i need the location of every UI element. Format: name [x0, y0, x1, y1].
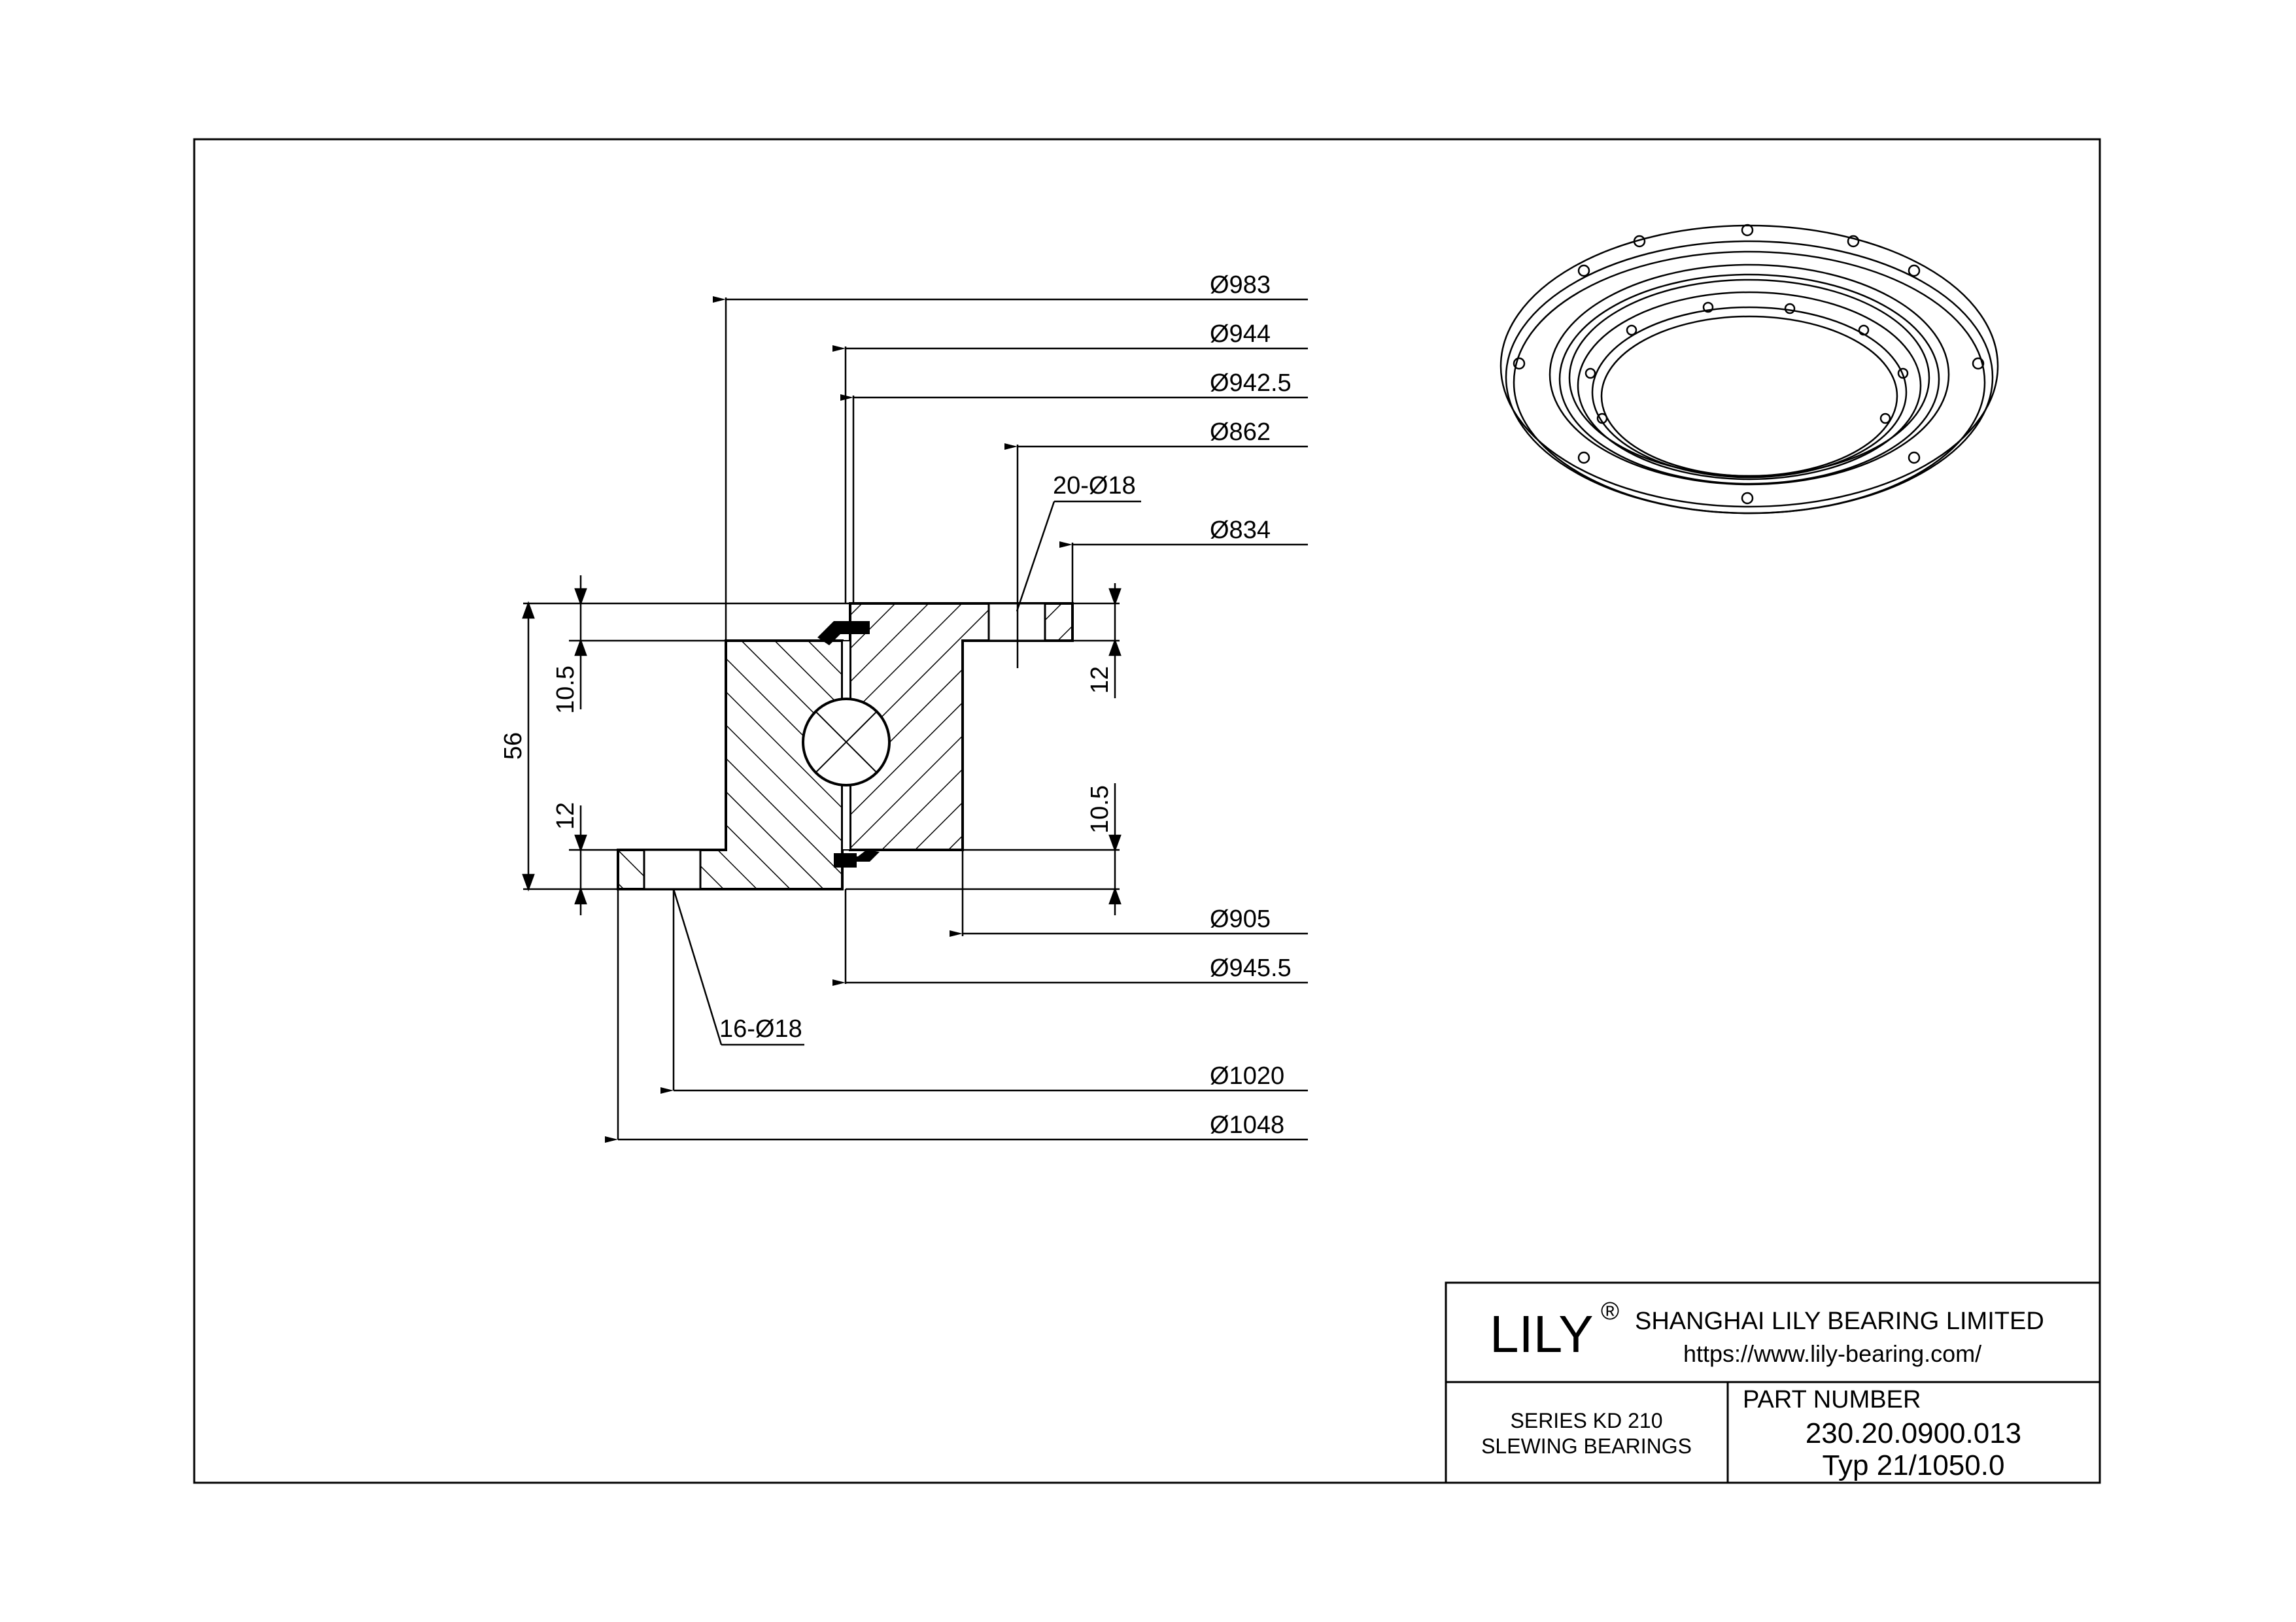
company-url: https://www.lily-bearing.com/: [1683, 1340, 1981, 1367]
dim-d944: Ø944: [1210, 320, 1271, 348]
dim-right-lower: 10.5: [1086, 785, 1114, 834]
dimension-lines: [522, 296, 1308, 1143]
brand-logo: LILY: [1490, 1305, 1594, 1363]
isometric-bolt-holes: [1513, 224, 1985, 505]
dim-height-total: 56: [500, 732, 527, 760]
dim-d905: Ø905: [1210, 905, 1271, 933]
dim-left-upper: 10.5: [552, 666, 579, 714]
bearing-isometric-view: [1499, 224, 1999, 515]
title-block: [1445, 1281, 2101, 1484]
dimension-texts: Ø983 Ø944 Ø942.5 Ø862 20-Ø18 Ø834 Ø905 Ø…: [500, 271, 1292, 1139]
bearing-cross-section: [617, 602, 1074, 890]
dim-holes-top: 20-Ø18: [1053, 472, 1136, 499]
dim-d1048: Ø1048: [1210, 1111, 1284, 1139]
part-number-value: 230.20.0900.013: [1806, 1417, 2021, 1449]
registered-mark: ®: [1601, 1298, 1619, 1325]
lower-seal-block: [834, 853, 857, 868]
ball-element: [802, 698, 891, 786]
dim-d945-5: Ø945.5: [1210, 955, 1292, 982]
part-number-label: PART NUMBER: [1743, 1386, 1921, 1413]
dim-d942-5: Ø942.5: [1210, 369, 1292, 397]
dim-left-lower: 12: [552, 802, 579, 830]
drawing-frame: [193, 138, 2101, 1484]
dim-right-upper: 12: [1086, 666, 1114, 694]
dim-d1020: Ø1020: [1210, 1062, 1284, 1090]
category-label: SLEWING BEARINGS: [1481, 1434, 1692, 1458]
dim-d983: Ø983: [1210, 271, 1271, 299]
lower-flange-hole: [643, 849, 702, 890]
series-label: SERIES KD 210: [1511, 1409, 1663, 1432]
upper-seal: [817, 621, 870, 645]
dim-holes-bottom: 16-Ø18: [719, 1015, 802, 1043]
company-name: SHANGHAI LILY BEARING LIMITED: [1635, 1308, 2044, 1335]
part-type-value: Typ 21/1050.0: [1823, 1449, 2005, 1481]
dim-d862: Ø862: [1210, 418, 1271, 446]
dim-d834: Ø834: [1210, 516, 1271, 544]
